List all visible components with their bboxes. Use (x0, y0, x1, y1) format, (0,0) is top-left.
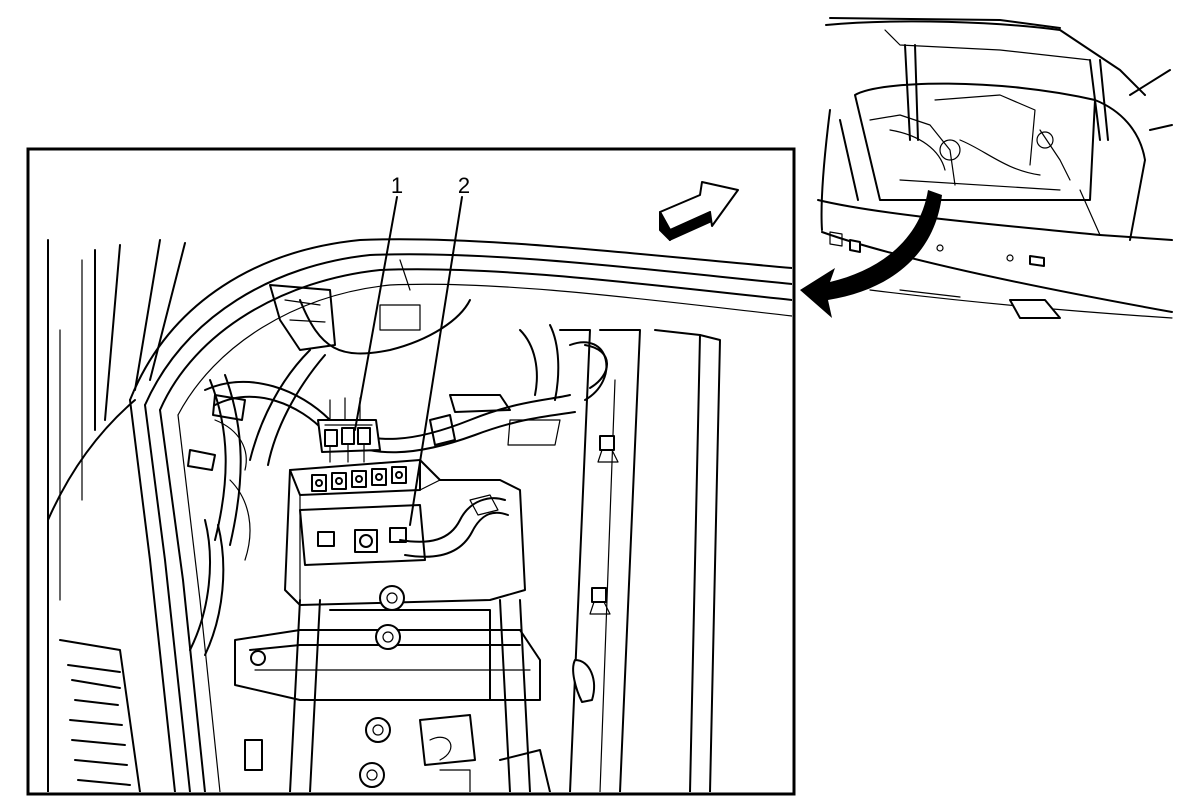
forward-direction-arrow-icon (659, 181, 739, 242)
trunk-detail-view (47, 196, 792, 792)
callout-2-leader (409, 196, 463, 526)
callout-2-label: 2 (458, 173, 470, 198)
vehicle-locator-inset (800, 17, 1173, 319)
floor-relief-rosettes (359, 585, 405, 788)
callout-1-leader (354, 196, 398, 431)
view-rotation-arrow-icon (800, 190, 942, 318)
callout-1-label: 1 (391, 173, 403, 198)
